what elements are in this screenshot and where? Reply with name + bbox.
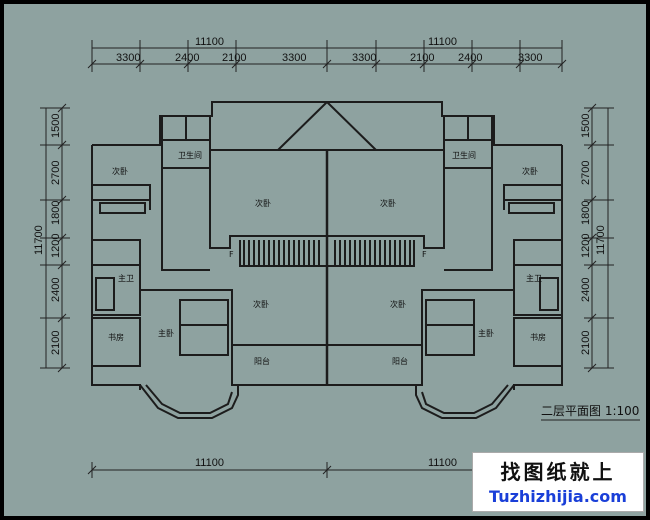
right-dimension-chain [584, 103, 614, 373]
right-seg-1: 1500 [580, 114, 592, 138]
floor-mark-right: F [422, 250, 427, 259]
right-seg-4: 1200 [580, 234, 592, 258]
roof-outline [277, 100, 377, 385]
top-seg-3: 2100 [222, 52, 246, 64]
right-seg-3: 1800 [580, 201, 592, 225]
top-dimension-slash [87, 59, 97, 69]
room-label-master-bath-left: 主卫 [118, 273, 134, 283]
left-seg-5: 2400 [50, 278, 62, 302]
left-dimension-slash [57, 260, 67, 270]
top-seg-5: 3300 [352, 52, 376, 64]
right-dimension-slash [587, 140, 597, 150]
watermark-cn: 找图纸就上 [500, 460, 616, 484]
right-seg-5: 2400 [580, 278, 592, 302]
room-label-bath-left: 卫生间 [178, 150, 202, 160]
room-label-study-right: 书房 [530, 332, 546, 342]
room-label-balcony-right: 阳台 [392, 356, 408, 366]
top-total-right: 11100 [428, 36, 457, 48]
top-dimension-slash [557, 59, 567, 69]
floor-mark-left: F [229, 250, 234, 259]
left-seg-1: 1500 [50, 114, 62, 138]
left-dimension-slash [57, 313, 67, 323]
room-label-bath-right: 卫生间 [452, 150, 476, 160]
left-total: 11700 [33, 225, 45, 255]
left-dimension-slash [57, 195, 67, 205]
room-label-bed3-left: 次卧 [253, 299, 269, 309]
right-dimension-slash [587, 195, 597, 205]
top-seg-1: 3300 [116, 52, 140, 64]
top-total-left: 11100 [195, 36, 224, 48]
top-dimension-slash [371, 59, 381, 69]
left-dimension-slash [57, 103, 67, 113]
right-seg-6: 2100 [580, 331, 592, 355]
bottom-total-right: 11100 [428, 457, 457, 469]
top-seg-4: 3300 [282, 52, 306, 64]
top-dimension-slash [183, 59, 193, 69]
right-dimension-slash [587, 260, 597, 270]
room-label-bed2-center-left: 次卧 [255, 198, 271, 208]
left-dimension-slash [57, 363, 67, 373]
top-seg-7: 2400 [458, 52, 482, 64]
room-label-master-bath-right: 主卫 [526, 273, 542, 283]
right-total: 11700 [595, 225, 607, 255]
left-seg-3: 1800 [50, 201, 62, 225]
right-dimension-slash [587, 233, 597, 243]
top-dimension-slash [135, 59, 145, 69]
room-label-bed3-right: 次卧 [390, 299, 406, 309]
left-dimension-slash [57, 233, 67, 243]
room-label-balcony-left: 阳台 [254, 356, 270, 366]
right-dimension-slash [587, 313, 597, 323]
watermark-url: Tuzhizhijia.com [489, 487, 627, 506]
left-dimension-slash [57, 140, 67, 150]
right-dimension-slash [587, 363, 597, 373]
left-seg-4: 1200 [50, 234, 62, 258]
room-label-master-left: 主卧 [158, 328, 174, 338]
left-dimension-chain [40, 103, 70, 373]
top-seg-2: 2400 [175, 52, 199, 64]
room-label-study-left: 书房 [108, 332, 124, 342]
top-dimension-slash [231, 59, 241, 69]
room-label-master-right: 主卧 [478, 328, 494, 338]
top-seg-8: 3300 [518, 52, 542, 64]
top-dimension-slash [419, 59, 429, 69]
top-seg-6: 2100 [410, 52, 434, 64]
top-dimension-slash [322, 59, 332, 69]
top-dimension-slash [515, 59, 525, 69]
top-dimension-chain [87, 40, 567, 72]
bottom-total-left: 11100 [195, 457, 224, 469]
room-label-bed2-left: 次卧 [112, 166, 128, 176]
watermark-box: 找图纸就上 Tuzhizhijia.com [472, 452, 644, 512]
room-labels: 卫生间 卫生间 次卧 次卧 次卧 次卧 次卧 次卧 主卫 主卫 主卧 主卧 书房… [108, 150, 546, 366]
top-dimension-slash [467, 59, 477, 69]
right-seg-2: 2700 [580, 161, 592, 185]
room-label-bed2-center-right: 次卧 [380, 198, 396, 208]
right-dimension-slash [587, 103, 597, 113]
left-seg-6: 2100 [50, 331, 62, 355]
room-label-bed2-right: 次卧 [522, 166, 538, 176]
left-seg-2: 2700 [50, 161, 62, 185]
drawing-title: 二层平面图 1:100 [541, 404, 639, 418]
